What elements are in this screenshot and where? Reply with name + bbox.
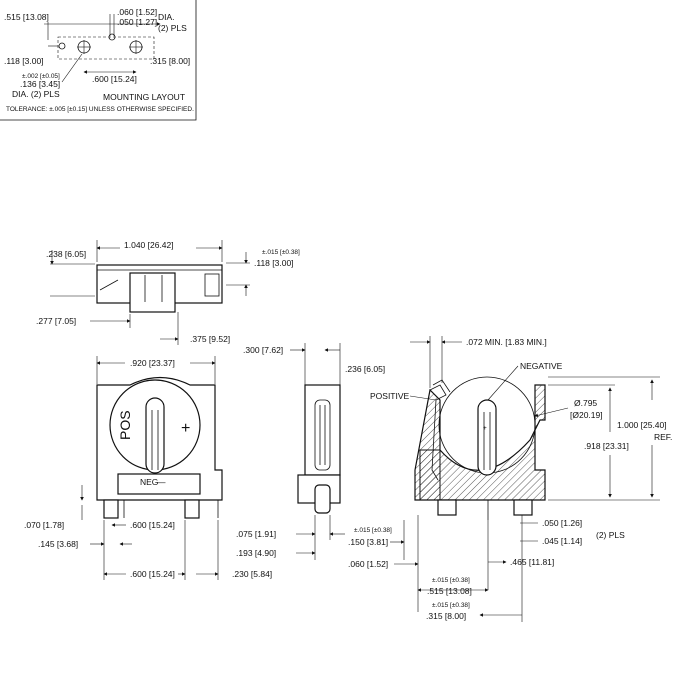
section-dim-045: .045 [1.14]: [542, 536, 582, 546]
mount-dim-118: .118 [3.00]: [4, 56, 44, 66]
section-dim-dia795: Ø.795: [574, 398, 597, 408]
front-label-plus: +: [181, 420, 190, 437]
top-view-center-tab: [129, 272, 176, 313]
side-dim-300: .300 [7.62]: [243, 345, 283, 355]
section-pin-2: [513, 499, 533, 516]
section-pin-1: [437, 499, 457, 516]
mount-small-hole-left: [58, 42, 66, 50]
front-view-base: [117, 473, 201, 495]
side-dim-193: .193 [4.90]: [236, 548, 276, 558]
mounting-frame: [0, 0, 197, 121]
front-dim-600a: .600 [15.24]: [130, 520, 175, 530]
section-hatched-body: [414, 384, 546, 501]
mount-dim-315: .315 [8.00]: [150, 56, 190, 66]
front-pin-2: [184, 499, 200, 519]
section-label-positive: POSITIVE: [370, 391, 410, 401]
section-tol-2: ±.015 [±0.38]: [432, 577, 470, 584]
mounting-layout: .515 [13.08] .060 [1.52] .050 [1.27] DIA…: [0, 0, 197, 121]
side-dim-075: .075 [1.91]: [236, 529, 276, 539]
mount-outline: [57, 36, 155, 60]
front-label-pos: POS: [117, 410, 133, 440]
mount-small-hole-top: [108, 33, 116, 41]
front-dim-145: .145 [3.68]: [38, 539, 78, 549]
section-pls: (2) PLS: [596, 530, 625, 540]
mount-title: MOUNTING LAYOUT: [103, 92, 185, 102]
top-view: .238 [6.05] 1.040 [26.42] ±.015 [±0.38] …: [36, 240, 300, 345]
section-view: + .072 MIN. [1.83 MIN.] NEGATIVE POSITIV…: [348, 336, 672, 622]
mount-dim-136: .136 [3.45]: [20, 79, 60, 89]
front-label-minus: —: [157, 477, 166, 487]
side-view-pin: [314, 484, 331, 514]
section-dim-060: .060 [1.52]: [348, 559, 388, 569]
mount-dim-515: .515 [13.08]: [4, 12, 49, 22]
side-view: .300 [7.62] .236 [6.05] .075 [1.91] .193…: [236, 343, 385, 560]
section-dim-1000: 1.000 [25.40]: [617, 420, 667, 430]
mount-dim-600: .600 [15.24]: [92, 74, 137, 84]
section-tol-3: ±.015 [±0.38]: [432, 602, 470, 609]
section-dim-072: .072 MIN. [1.83 MIN.]: [466, 337, 547, 347]
top-tol: ±.015 [±0.38]: [262, 249, 300, 256]
front-dim-600b: .600 [15.24]: [130, 569, 175, 579]
front-label-neg: NEG: [140, 477, 158, 487]
section-contact: [477, 399, 497, 476]
section-left-wall: [419, 449, 441, 501]
front-pin-1: [103, 499, 119, 519]
section-tol-1: ±.015 [±0.38]: [354, 527, 392, 534]
section-dim-515: .515 [13.08]: [427, 586, 472, 596]
front-dim-920: .920 [23.37]: [130, 358, 175, 368]
section-dim-ref: REF.: [654, 432, 672, 442]
section-dim-315: .315 [8.00]: [426, 611, 466, 621]
section-dim-465: .465 [11.81]: [510, 557, 554, 567]
mount-pls: (2) PLS: [158, 23, 187, 33]
top-dim-238: .238 [6.05]: [46, 249, 86, 259]
mount-dia2: DIA. (2) PLS: [12, 89, 60, 99]
mount-tolerance: TOLERANCE: ±.005 [±0.15] UNLESS OTHERWIS…: [6, 106, 194, 113]
mount-dim-050: .050 [1.27]: [117, 17, 157, 27]
section-dim-dia2019: [Ø20.19]: [570, 410, 603, 420]
top-dim-277: .277 [7.05]: [36, 316, 76, 326]
section-dim-050: .050 [1.26]: [542, 518, 582, 528]
mount-tol: ±.002 [±0.05]: [22, 73, 60, 80]
top-dim-1040: 1.040 [26.42]: [124, 240, 174, 250]
side-view-body: [304, 384, 341, 476]
front-dim-070: .070 [1.78]: [24, 520, 64, 530]
section-dim-150: .150 [3.81]: [348, 537, 388, 547]
top-dim-375: .375 [9.52]: [190, 334, 230, 344]
section-dim-918: .918 [23.31]: [584, 441, 629, 451]
front-view-contact: [145, 397, 165, 474]
front-view: .920 [23.37] POS + NEG — .070 [1.78] .60…: [24, 356, 272, 580]
top-dim-118: .118 [3.00]: [254, 258, 294, 268]
mount-dia: DIA.: [158, 12, 175, 22]
section-label-negative: NEGATIVE: [520, 361, 563, 371]
side-dim-236: .236 [6.05]: [345, 364, 385, 374]
section-label-plus: +: [483, 425, 487, 432]
section-positive-contact: [429, 384, 447, 481]
front-dim-230: .230 [5.84]: [232, 569, 272, 579]
mount-dim-060: .060 [1.52]: [117, 7, 157, 17]
